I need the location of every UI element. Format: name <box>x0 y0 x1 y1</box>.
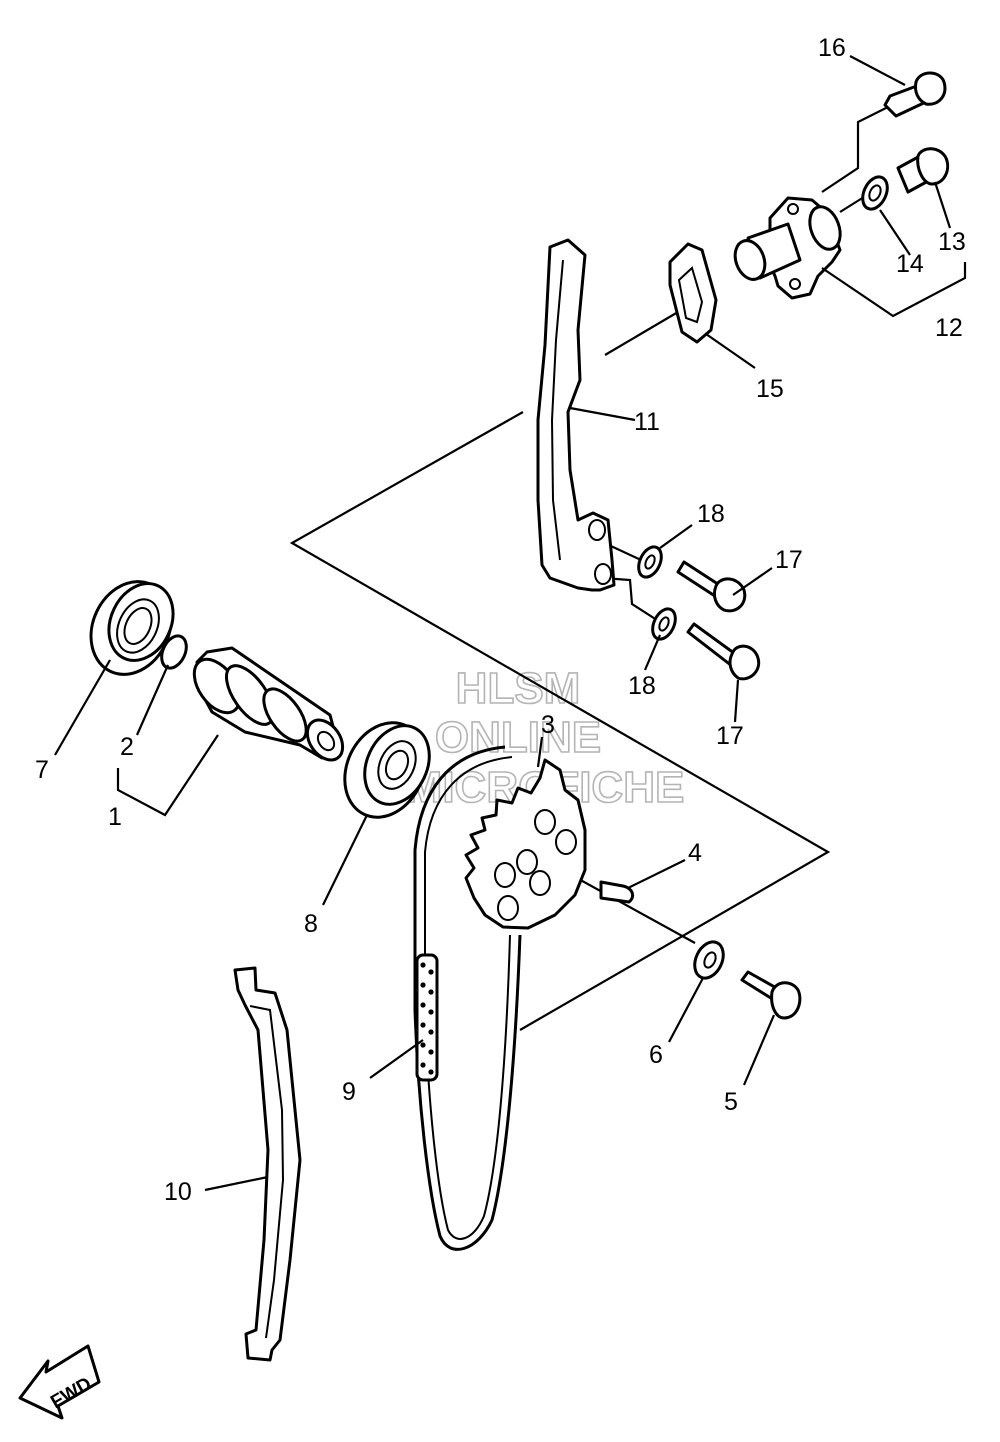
callout-1: 1 <box>108 803 122 831</box>
tensioner-cap-bolt <box>896 147 950 194</box>
callout-14: 14 <box>896 250 924 278</box>
watermark-line1: HLSM <box>456 664 581 713</box>
ref-line-washer-lower <box>602 576 661 623</box>
callout-11: 11 <box>634 408 660 436</box>
callout-16: 16 <box>818 34 846 62</box>
guide-bolt-upper <box>676 560 747 613</box>
callout-12: 12 <box>935 314 963 342</box>
timing-chain <box>413 745 522 1251</box>
callout-18-upper: 18 <box>697 500 725 528</box>
bearing-left <box>89 580 175 676</box>
chain-tensioner <box>733 196 842 300</box>
guide-bolt-lower <box>686 622 761 681</box>
camshaft <box>192 646 345 762</box>
guide-washer-upper <box>637 545 663 579</box>
watermark-line2: ONLINE <box>435 713 601 762</box>
callout-10: 10 <box>164 1178 192 1206</box>
callout-5: 5 <box>724 1088 738 1116</box>
callout-13: 13 <box>938 228 966 256</box>
callout-4: 4 <box>688 839 702 867</box>
cam-sprocket <box>464 758 587 930</box>
forward-direction-badge: FWD <box>18 1344 101 1420</box>
tensioner-cap-gasket <box>861 175 889 211</box>
bearing-right <box>343 721 431 819</box>
callout-leaders <box>54 55 967 1192</box>
sprocket-washer <box>693 940 725 980</box>
callout-2: 2 <box>120 733 134 761</box>
tensioner-gasket <box>668 242 718 344</box>
guide-washer-lower <box>651 607 677 641</box>
chain-guide-front <box>233 966 302 1362</box>
callout-17-upper: 17 <box>775 546 803 574</box>
callout-15: 15 <box>756 375 784 403</box>
callout-8: 8 <box>304 910 318 938</box>
ref-line-bolt16 <box>821 104 893 193</box>
callout-9: 9 <box>342 1078 356 1106</box>
tensioner-bolt <box>883 71 947 118</box>
callout-17-lower: 17 <box>716 722 744 750</box>
chain-guide-tensioner-side <box>536 238 616 592</box>
callout-7: 7 <box>35 756 49 784</box>
sprocket-bolt <box>740 970 802 1020</box>
callout-3: 3 <box>541 711 555 739</box>
callout-6: 6 <box>649 1041 663 1069</box>
callout-labels: 1 2 3 4 5 6 7 8 9 10 11 12 13 14 15 16 1… <box>35 34 966 1206</box>
dowel-pin <box>599 880 635 904</box>
callout-18-lower: 18 <box>628 672 656 700</box>
